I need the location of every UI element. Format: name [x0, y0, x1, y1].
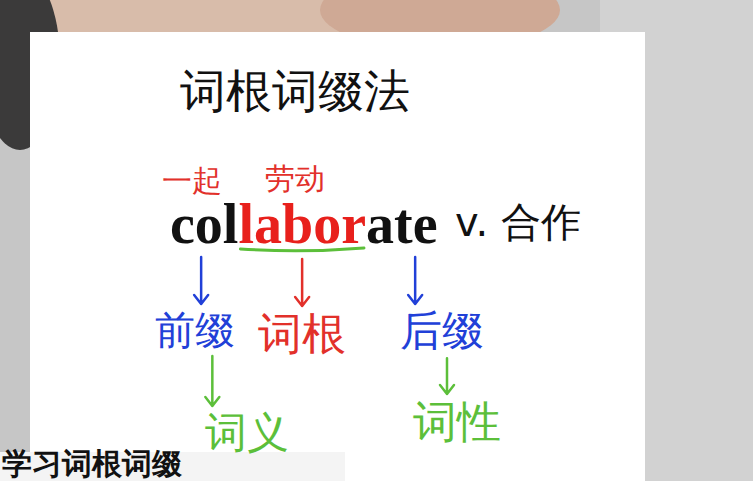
- prefix-label: 前缀: [155, 308, 235, 352]
- word-class-arrow: [440, 358, 454, 394]
- word-class-label: 词性: [413, 398, 501, 446]
- suffix-arrow: [408, 257, 422, 304]
- subtitle: 学习词根词缀: [2, 447, 182, 480]
- part-of-speech-note: v. 合作: [455, 200, 581, 244]
- root-part: labor: [238, 193, 366, 255]
- root-label: 词根: [258, 310, 346, 358]
- prefix-arrow: [194, 257, 208, 304]
- example-word: collaborate: [170, 196, 438, 252]
- meaning-note: 劳动: [265, 162, 325, 195]
- prefix-part: col: [170, 193, 238, 255]
- white-card: [30, 32, 645, 481]
- meaning-arrow: [205, 356, 219, 406]
- meaning-note: 一起: [162, 164, 222, 197]
- suffix-label: 后缀: [400, 308, 484, 354]
- root-arrow: [295, 259, 309, 306]
- diagram-title: 词根词缀法: [180, 66, 410, 117]
- meaning-label: 词义: [205, 410, 289, 456]
- suffix-part: ate: [366, 193, 438, 255]
